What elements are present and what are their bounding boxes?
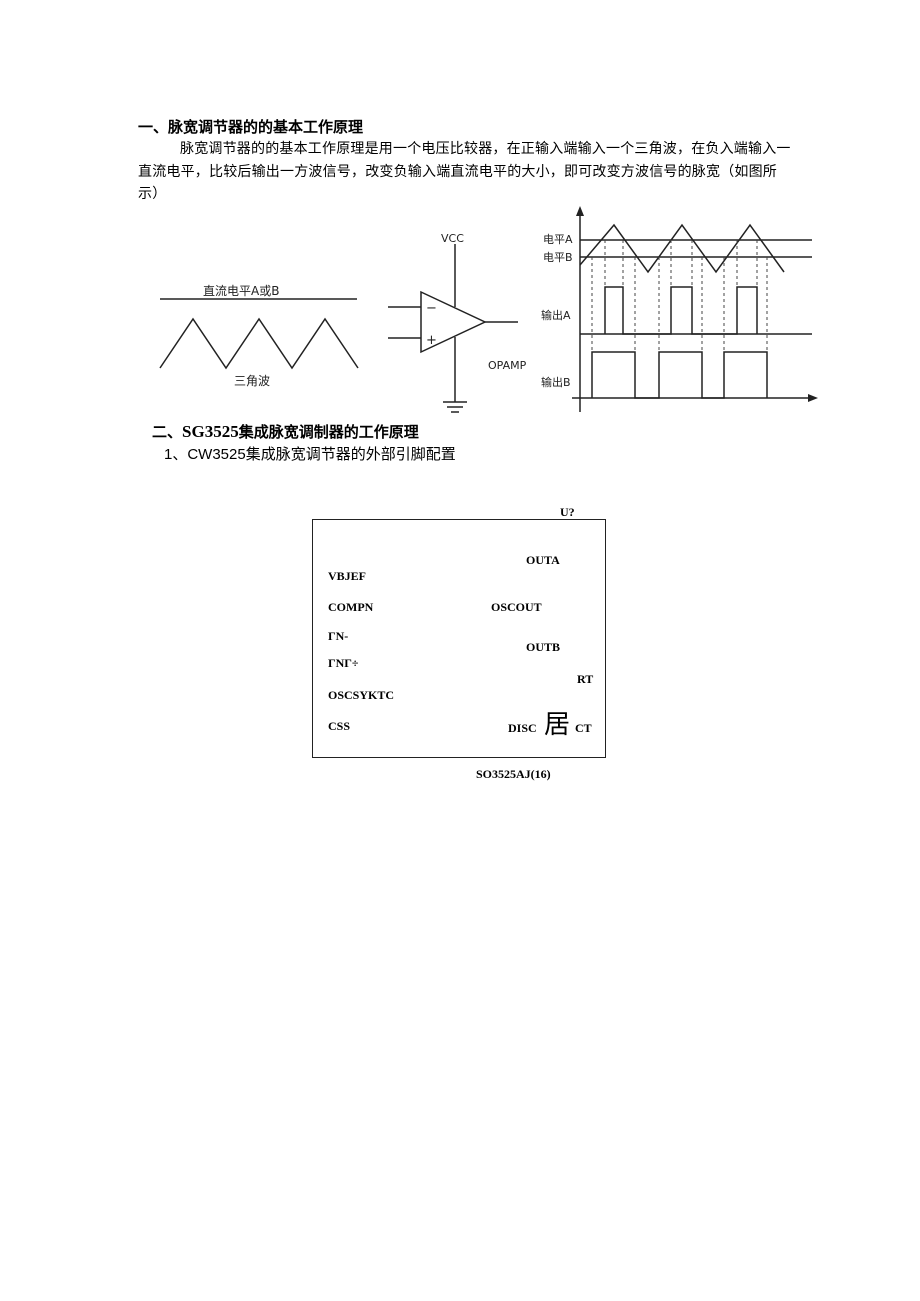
pin-label-css: CSS [328, 719, 351, 733]
pin-label-ct: CT [575, 721, 592, 735]
section2-heading-suffix: 集成脉宽调制器的工作原理 [238, 423, 419, 441]
ground-symbol [443, 401, 467, 413]
output-a-pulses [604, 286, 758, 335]
section2-heading-latin: SG3525 [182, 422, 239, 441]
pin-label-disc: DISC [508, 721, 537, 735]
pwm-principle-figure: 直流电平A或B 三角波 VCC − + OPAMP 电平A 电平B [159, 206, 818, 413]
waveform-diagram: 电平A 电平B 输出A 输出B [541, 206, 818, 412]
level-b-label: 电平B [543, 251, 573, 264]
pin-label-rt: RT [577, 672, 594, 686]
pin-label-oscout: OSCOUT [491, 600, 542, 614]
triangle-wave-diagram: 直流电平A或B 三角波 [159, 284, 359, 388]
chip-outline: VBJEF COMPN ΓN- ΓNΓ÷ OSCSYKTC CSS OUTA O… [312, 519, 606, 758]
opamp-label: OPAMP [488, 359, 527, 372]
opamp-symbol [420, 290, 487, 354]
plus-sign: + [426, 333, 437, 348]
pin-label-outa: OUTA [526, 553, 560, 567]
output-b-pulses [591, 351, 768, 399]
y-axis-arrow [576, 206, 584, 216]
section2-subheading: 1、CW3525集成脉宽调节器的外部引脚配置 [164, 446, 456, 463]
vcc-label: VCC [441, 232, 464, 245]
opamp-diagram: VCC − + OPAMP [388, 232, 527, 413]
pin-label-glyph: 居 [544, 710, 571, 740]
triangle-wave [159, 317, 359, 370]
pin-label-vbjef: VBJEF [328, 569, 367, 583]
output-a-label: 输出A [541, 308, 571, 322]
dc-level-label: 直流电平A或B [203, 284, 279, 298]
section2-heading-prefix: 二、 [152, 423, 183, 441]
minus-sign: − [426, 301, 437, 316]
pin-label-outb: OUTB [526, 640, 561, 654]
output-b-label: 输出B [541, 375, 571, 389]
guide-lines [591, 240, 768, 352]
section1-heading: 一、脉宽调节器的的基本工作原理 [138, 118, 364, 136]
section2-heading: 二、SG3525集成脉宽调制器的工作原理 [152, 421, 419, 442]
pin-label-oscsync: OSCSYKTC [328, 688, 395, 702]
pin-label-compn: COMPN [328, 600, 374, 614]
level-a-label: 电平A [543, 233, 573, 246]
pin-label-in-plus: ΓNΓ÷ [328, 656, 359, 670]
triangle-label: 三角波 [234, 374, 270, 388]
pin-label-in-minus: ΓN- [328, 629, 349, 643]
chip-part-label: SO3525AJ(16) [476, 767, 551, 781]
chip-ref-label: U? [560, 505, 575, 519]
triangle-carrier [579, 223, 785, 274]
x-axis-arrow [808, 394, 818, 402]
section1-paragraph: 脉宽调节器的的基本工作原理是用一个电压比较器，在正输入端输入一个三角波，在负入端… [138, 141, 791, 202]
